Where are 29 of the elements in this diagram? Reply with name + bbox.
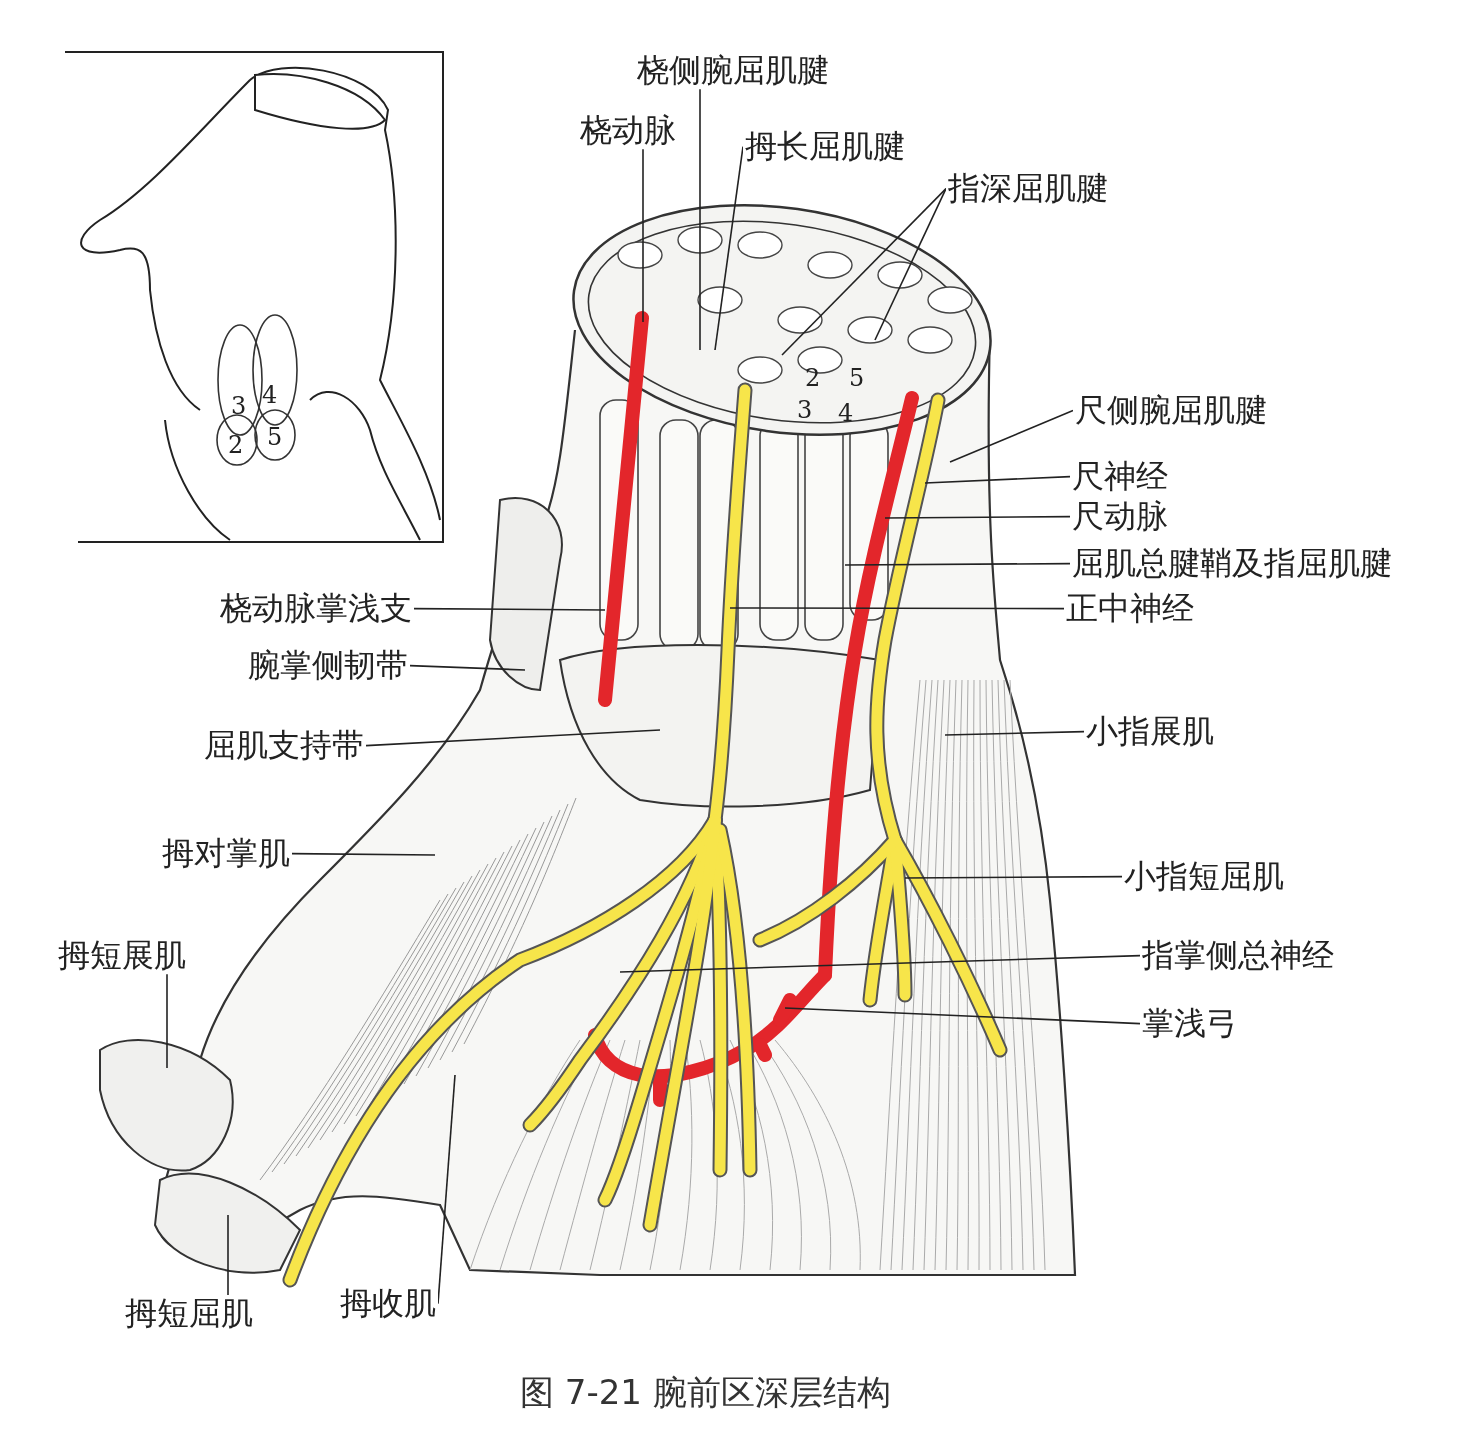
leader-line <box>413 607 606 611</box>
leader-line <box>781 187 947 356</box>
leader-line <box>291 852 436 856</box>
callout-number: 5 <box>267 425 283 449</box>
callout-number: 4 <box>262 383 278 407</box>
leader-line <box>642 148 644 323</box>
leader-line <box>944 730 1085 736</box>
leader-line <box>619 954 1141 973</box>
leader-line <box>166 973 168 1069</box>
callout-number: 4 <box>838 401 854 425</box>
figure-caption: 图 7-21 腕前区深层结构 <box>520 1371 891 1414</box>
leader-line <box>924 475 1071 484</box>
callout-number: 5 <box>849 366 865 390</box>
leader-line <box>784 1007 1141 1025</box>
callout-number: 3 <box>797 398 813 422</box>
leader-line <box>699 88 701 351</box>
callout-number: 3 <box>231 394 247 418</box>
callout-number: 2 <box>805 366 821 390</box>
leader-line <box>874 187 947 341</box>
leader-line <box>904 875 1123 879</box>
leader-line <box>884 515 1071 519</box>
leader-line <box>227 1214 229 1296</box>
leader-line <box>409 664 526 671</box>
leader-line <box>844 562 1071 566</box>
callout-number: 2 <box>228 433 244 457</box>
leader-line <box>365 729 661 747</box>
leader-line <box>714 145 744 351</box>
leader-line <box>949 409 1074 463</box>
leader-line <box>729 607 1065 610</box>
